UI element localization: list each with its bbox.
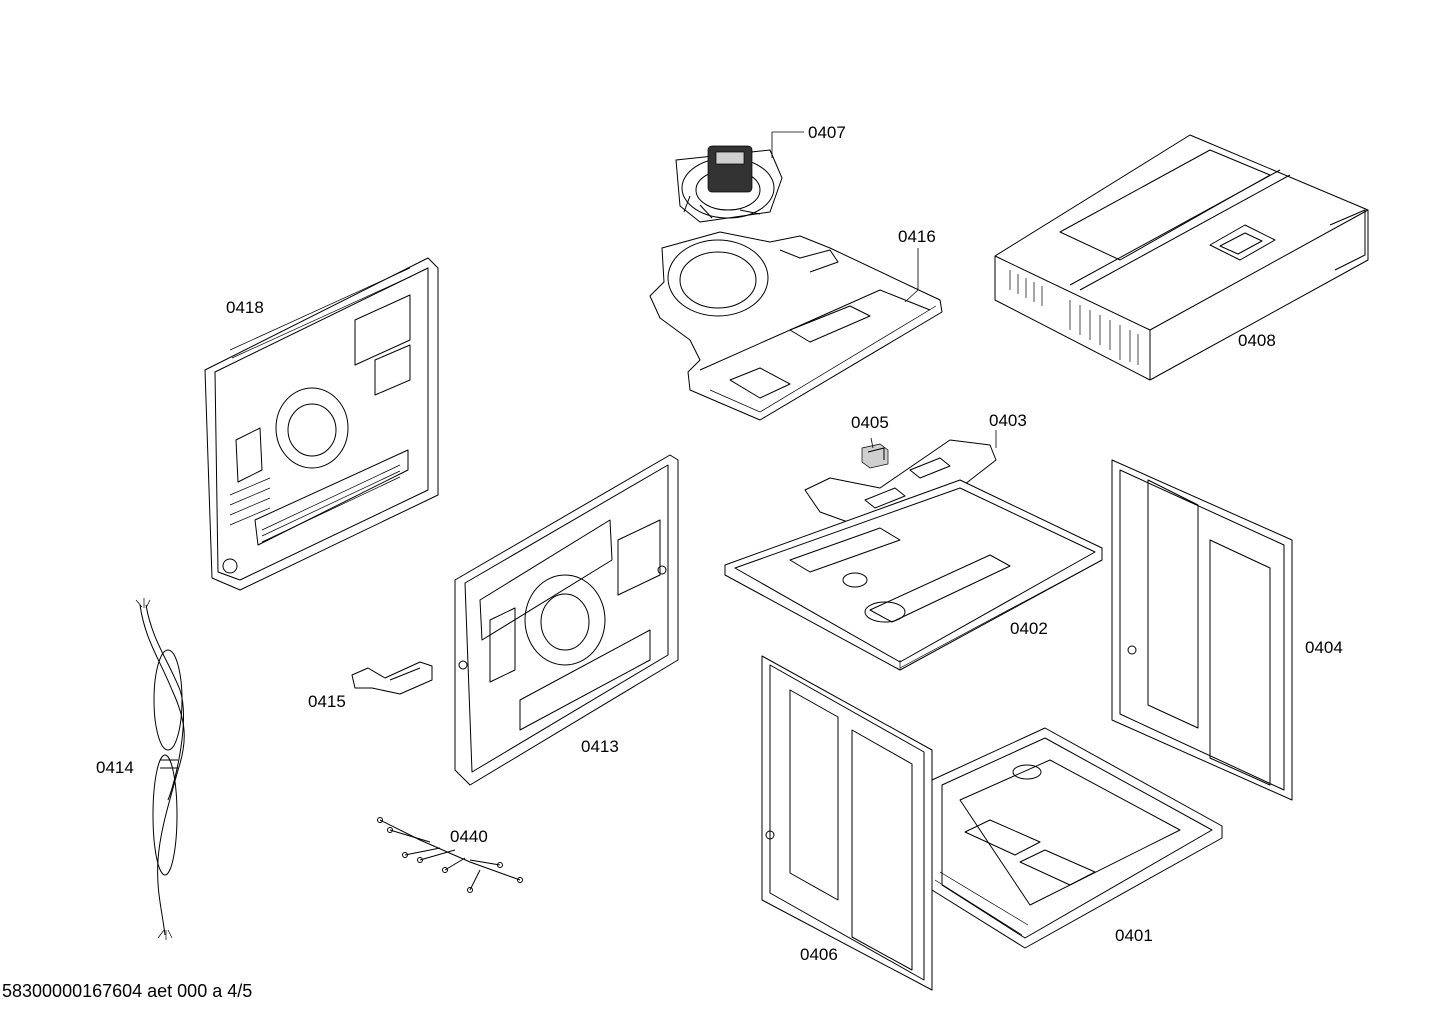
label-0414: 0414 xyxy=(96,758,134,777)
label-0416: 0416 xyxy=(898,227,936,246)
document-id-footer: 58300000167604 aet 000 a 4/5 xyxy=(2,981,253,1001)
part-0405-bracket xyxy=(861,443,889,469)
part-0416-fan-housing-frame xyxy=(649,231,943,421)
label-0406: 0406 xyxy=(800,945,838,964)
part-labels: 0407 0416 0408 0418 0405 0403 0402 0404 … xyxy=(96,123,1343,964)
label-0404: 0404 xyxy=(1305,638,1343,657)
part-0404-side-panel-right xyxy=(1111,459,1293,801)
label-0413: 0413 xyxy=(581,737,619,756)
leader-0405 xyxy=(870,437,874,449)
leader-0407 xyxy=(771,131,804,158)
label-0418: 0418 xyxy=(226,298,264,317)
part-0406-side-panel-left xyxy=(761,655,933,991)
label-0408: 0408 xyxy=(1238,331,1276,350)
leader-0416 xyxy=(904,248,919,303)
label-0405: 0405 xyxy=(851,413,889,432)
label-0403: 0403 xyxy=(989,411,1027,430)
part-0407-fan-motor xyxy=(675,145,783,223)
part-0413-inner-rear-wall xyxy=(454,454,679,786)
part-0408-top-cover xyxy=(994,134,1369,381)
label-0440: 0440 xyxy=(450,827,488,846)
part-0402-base-plate xyxy=(724,479,1103,671)
leader-lines xyxy=(771,131,997,449)
part-0401-bottom-frame xyxy=(931,727,1223,949)
part-0415-sensor-clip xyxy=(351,661,433,695)
label-0402: 0402 xyxy=(1010,619,1048,638)
label-0407: 0407 xyxy=(808,123,846,142)
label-0415: 0415 xyxy=(308,692,346,711)
part-0418-rear-panel xyxy=(204,257,439,591)
part-0403-duct-cover xyxy=(804,439,997,531)
label-0401: 0401 xyxy=(1115,926,1153,945)
part-0440-wire-harness xyxy=(377,817,523,893)
part-0414-power-cable xyxy=(135,598,185,940)
